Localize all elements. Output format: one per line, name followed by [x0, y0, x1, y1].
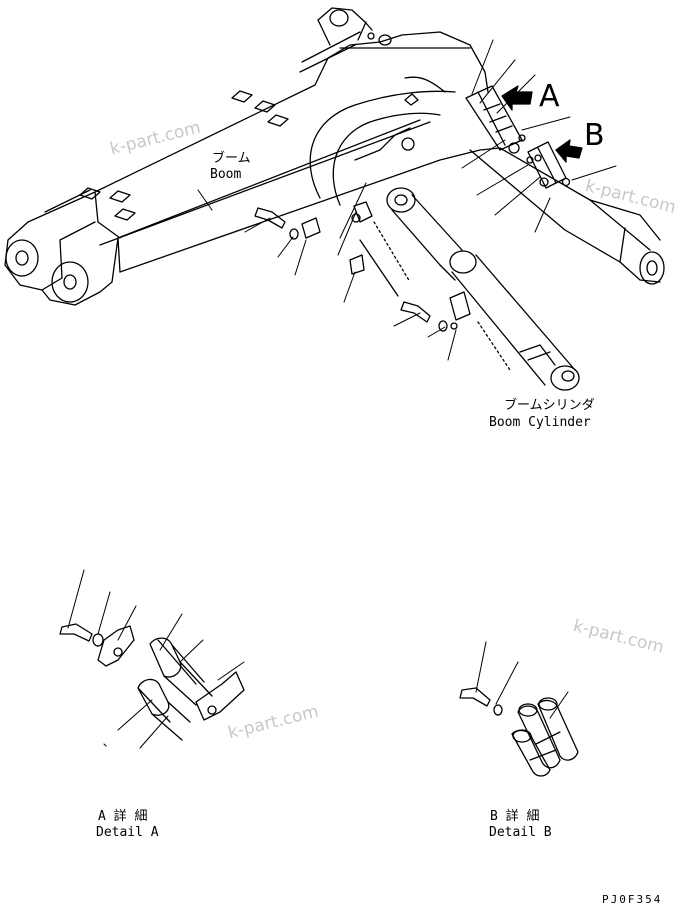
detail-b-label-jp: B 詳 細: [490, 809, 540, 824]
boom-label-jp: ブーム: [212, 151, 251, 166]
detail-b-drawing: [459, 641, 579, 777]
detail-a-drawing: [59, 569, 245, 749]
callout-a: A: [539, 79, 560, 114]
detail-a-label-en: Detail A: [96, 825, 159, 840]
leader-lines-main: [197, 39, 617, 361]
boom-drawing: [4, 7, 665, 306]
boom-cylinder-label-jp: ブームシリンダ: [504, 398, 595, 413]
boom-cylinder-drawing: [386, 187, 580, 391]
callout-b: B: [584, 118, 605, 153]
detail-b-label-en: Detail B: [489, 825, 552, 840]
boom-label-en: Boom: [210, 167, 242, 182]
boom-cylinder-label-en: Boom Cylinder: [489, 415, 591, 430]
hose-assembly-main: [254, 85, 583, 371]
detail-a-label-jp: A 詳 細: [98, 809, 148, 824]
drawing-code: PJ0F354: [602, 893, 663, 906]
